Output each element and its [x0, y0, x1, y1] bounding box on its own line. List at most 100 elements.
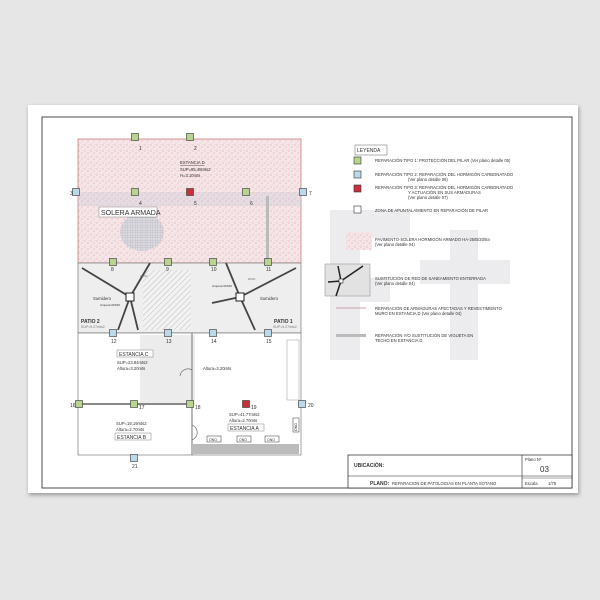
pillar-number: 3 — [70, 191, 73, 197]
estancia-b-alt: Altura=2.70mts — [116, 427, 144, 432]
hatched-zone — [143, 270, 191, 330]
estancia-b-box — [114, 432, 152, 441]
arqueta-right — [235, 292, 245, 302]
swatch-tipo1 — [353, 156, 362, 165]
legend-item-text: (Ver plano detalle 04) — [375, 281, 415, 286]
legend-item-text: REPARACIÓN TIPO 1: PROTECCIÓN DEL PILAR … — [375, 158, 511, 163]
pillar-1 — [131, 133, 139, 141]
pillar-number: 11 — [266, 267, 271, 273]
plano-num-label: Plano Nº — [525, 457, 542, 462]
pillar-number: 6 — [250, 201, 253, 207]
swatch-vigueta — [336, 334, 366, 337]
patio1-label: PATIO 1 — [274, 319, 293, 325]
sheet-border — [41, 116, 573, 489]
pillar-13 — [164, 329, 172, 337]
patio2-sup: SUP=9.27mts2 — [81, 325, 105, 329]
ono-label: ONO — [239, 438, 247, 442]
estancia-a-alt: Altura=2.70mts — [229, 418, 257, 423]
pillar-number: 14 — [211, 339, 217, 345]
arqueta-left-label: Arqueta 60X60 — [100, 303, 120, 307]
pillar-11 — [264, 258, 272, 266]
pillar-10 — [209, 258, 217, 266]
pillar-number: 18 — [195, 405, 201, 411]
escala-value: 1/75 — [548, 481, 557, 486]
pillar-9 — [164, 258, 172, 266]
solera-label-box — [98, 206, 158, 218]
pillar-number: 10 — [211, 267, 217, 273]
pillar-number: 4 — [139, 201, 142, 207]
legend-item-text: REPARACIÓN Y/O SUSTITUCIÓN DE VIGUETA EN — [375, 333, 473, 338]
pillar-19 — [242, 400, 250, 408]
pillar-number: 2 — [194, 146, 197, 152]
pillar-14 — [209, 329, 217, 337]
estancia-c-sup: SUP=23.84mts2 — [117, 360, 148, 365]
pillar-21 — [130, 454, 138, 462]
arqueta-left — [125, 292, 135, 302]
legend-item-text: REPARACIÓN TIPO 2: REPARACIÓN DEL HORMIG… — [375, 172, 514, 177]
legend-item-text: (Ver plano detalle 06) — [408, 177, 448, 182]
legend-item-text: (Ver plano detalle 07) — [408, 195, 448, 200]
pillar-12 — [109, 329, 117, 337]
shadow-zone — [140, 335, 195, 405]
estancia-a-sup: SUP=41.77mts2 — [229, 412, 260, 417]
estancia-d-solera — [77, 138, 302, 264]
legend: LEYENDA REPARACIÓN TIPO 1: PROTECCIÓN DE… — [324, 144, 514, 343]
swatch-pavimento — [346, 232, 372, 250]
plano-label: PLANO: — [370, 481, 390, 487]
pillar-2 — [186, 133, 194, 141]
estancia-b-label: ESTANCIA B — [117, 435, 147, 441]
ono-label: ONO — [267, 438, 275, 442]
estancia-c-label: ESTANCIA C — [119, 352, 149, 358]
pillar-number: 20 — [308, 403, 314, 409]
wall-thick — [192, 444, 299, 454]
estancia-c-alt: Altura=3.20mts — [117, 366, 145, 371]
escala-label: Escala — [525, 481, 538, 486]
diam-label: Ø200 — [140, 274, 148, 278]
pillar-number: 17 — [139, 405, 145, 411]
plano-num: 03 — [540, 465, 549, 474]
sumidero-right: Sumidero — [260, 296, 279, 301]
solera-label: SOLERA ARMADA — [101, 210, 161, 217]
drainage-network — [81, 262, 297, 331]
legend-item-text: REPARACIÓN DE ARMADURAS AFECTADAS Y REVE… — [375, 306, 503, 311]
floor-plan: ESTANCIA D SUP=85.48mts2 H=3.10mts SOLER… — [70, 133, 314, 470]
pillar-number: 1 — [139, 146, 142, 152]
swatch-saneamiento — [324, 263, 371, 297]
swatch-tipo2 — [353, 170, 362, 179]
pillar-number: 15 — [266, 339, 272, 345]
sumidero-left: Sumidero — [93, 296, 112, 301]
pillar-6 — [242, 188, 250, 196]
stairs — [286, 339, 300, 401]
estancia-b-sup: SUP=19.19mts2 — [116, 421, 147, 426]
pillar-number: 21 — [132, 464, 138, 470]
pillar-number: 8 — [111, 267, 114, 273]
legend-item-text: TECHO EN ESTANCIA D. — [375, 338, 424, 343]
ono-label: ONO — [209, 438, 217, 442]
patio2-label: PATIO 2 — [81, 319, 100, 325]
pillar-number: 7 — [309, 191, 312, 197]
legend-item-text: SUSTITUCIÓN DE RED DE SANEAMIENTO ENTERR… — [375, 276, 486, 281]
pillar-4 — [131, 188, 139, 196]
vigueta-line — [266, 196, 269, 262]
ono-label: ONO — [294, 423, 298, 431]
pillar-18 — [186, 400, 194, 408]
pillar-number: 19 — [251, 405, 257, 411]
pillar-number: 16 — [70, 403, 76, 409]
pillar-20 — [298, 400, 306, 408]
estancia-d-sup: SUP=85.48mts2 — [180, 167, 211, 172]
patio1-sup: SUP=9.27mts2 — [273, 325, 297, 329]
estancia-d-alt: H=3.10mts — [180, 173, 200, 178]
estancia-c-box — [116, 349, 154, 358]
pillar-15 — [264, 329, 272, 337]
legend-item-text: Y ACTUACIÓN EN SUS ARMADURAS — [408, 190, 481, 195]
title-block: UBICACIÓN: PLANO: REPARACION DE PATOLOGI… — [347, 454, 573, 489]
door-arc — [191, 424, 198, 441]
estancia-d-label: ESTANCIA D — [180, 160, 205, 165]
legend-item-text: ZONA DE APUNTALAMIENTO EN REPARACIÓN DE … — [375, 208, 488, 213]
swatch-apuntalamiento — [353, 205, 362, 214]
pillar-number: 13 — [166, 339, 172, 345]
legend-title: LEYENDA — [357, 148, 381, 154]
arqueta-right-label: Arqueta 60X60 — [212, 284, 232, 288]
